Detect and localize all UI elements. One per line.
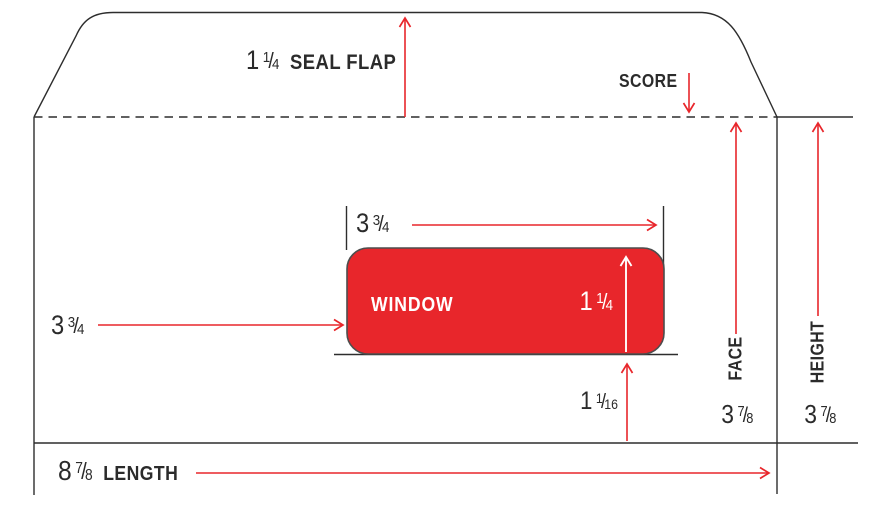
score-label: SCORE [619, 71, 678, 91]
seal-flap-outline [33, 11, 778, 118]
length-text: LENGTH [103, 463, 179, 485]
face-label: FACE [725, 336, 746, 381]
height-label: HEIGHT [807, 320, 828, 383]
seal-flap-text: SEAL FLAP [290, 51, 397, 74]
window-patch [346, 247, 665, 355]
window-label: WINDOW [371, 294, 454, 316]
